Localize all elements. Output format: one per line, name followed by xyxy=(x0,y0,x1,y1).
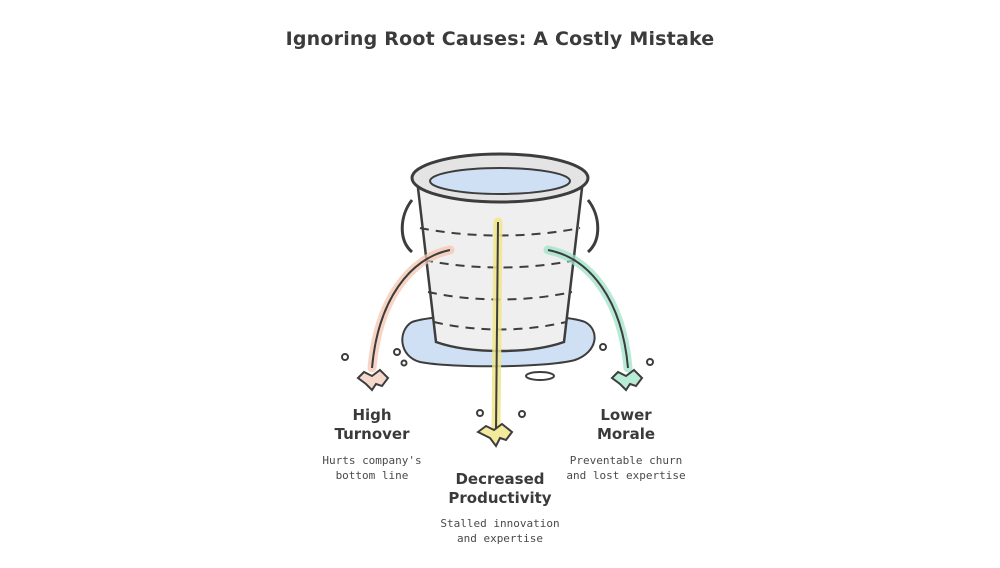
water-drop-puddle xyxy=(525,371,555,381)
lower-morale-description: Preventable churn and lost expertise xyxy=(548,453,704,483)
leak-stream-center xyxy=(495,221,499,431)
description-line: bottom line xyxy=(335,469,409,482)
label-line: Lower xyxy=(600,406,652,424)
description-line: Stalled innovation xyxy=(440,517,560,530)
label-line: Morale xyxy=(596,425,656,443)
droplet xyxy=(646,358,654,366)
decreased-productivity-label: Decreased Productivity xyxy=(428,470,572,508)
droplet xyxy=(393,348,401,356)
description-line: and expertise xyxy=(456,532,544,545)
label-line: High xyxy=(352,406,392,424)
description-line: Hurts company's xyxy=(322,454,422,467)
bucket-handle xyxy=(586,199,600,254)
label-line: Decreased xyxy=(455,470,545,488)
splash-left xyxy=(356,368,390,392)
droplet xyxy=(400,359,408,367)
leak-stream-left xyxy=(371,249,451,369)
lower-morale-label: Lower Morale xyxy=(564,406,688,444)
droplet xyxy=(599,343,607,351)
leak-stream-right xyxy=(547,249,629,369)
label-line: Productivity xyxy=(448,489,552,507)
description-line: and lost expertise xyxy=(566,469,686,482)
diagram-title: Ignoring Root Causes: A Costly Mistake xyxy=(285,28,715,50)
label-line: Turnover xyxy=(334,425,410,443)
bucket-water-surface xyxy=(429,167,571,195)
description-line: Preventable churn xyxy=(569,454,683,467)
splash-center xyxy=(476,422,514,448)
droplet xyxy=(518,410,526,418)
bucket-ring xyxy=(423,259,577,269)
high-turnover-description: Hurts company's bottom line xyxy=(300,453,444,483)
bucket-handle xyxy=(400,199,414,254)
droplet xyxy=(476,409,484,417)
splash-right xyxy=(610,368,644,392)
high-turnover-label: High Turnover xyxy=(310,406,434,444)
decreased-productivity-description: Stalled innovation and expertise xyxy=(420,516,580,546)
droplet xyxy=(341,353,349,361)
